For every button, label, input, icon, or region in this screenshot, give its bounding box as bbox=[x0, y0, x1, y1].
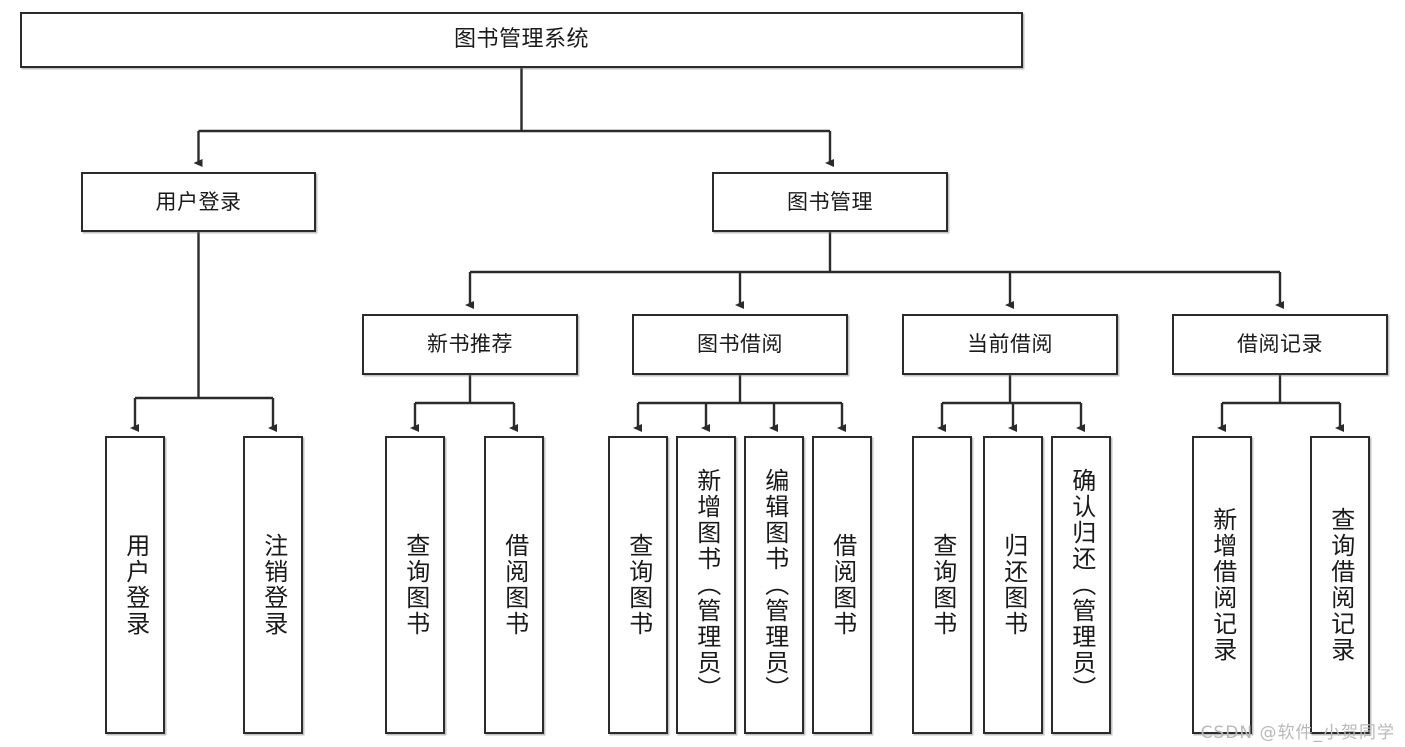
node-label: 用户登录 bbox=[121, 533, 150, 637]
node-root-system[interactable]: 图书管理系统 bbox=[20, 12, 1023, 68]
node-label: 查询借阅记录 bbox=[1326, 507, 1355, 663]
node-current-borrow[interactable]: 当前借阅 bbox=[902, 314, 1118, 375]
node-label: 查询图书 bbox=[401, 533, 430, 637]
node-label: 借阅图书 bbox=[828, 533, 857, 637]
node-label: 新增借阅记录 bbox=[1208, 507, 1237, 663]
node-label: 当前借阅 bbox=[967, 332, 1053, 357]
leaf-edit-book-admin[interactable]: 编辑图书（管理员） bbox=[744, 436, 804, 734]
leaf-query-borrow-record[interactable]: 查询借阅记录 bbox=[1310, 436, 1370, 734]
leaf-user-login[interactable]: 用户登录 bbox=[105, 436, 165, 734]
node-label: 查询图书 bbox=[624, 533, 653, 637]
node-label: 注销登录 bbox=[259, 533, 288, 637]
node-label: 确认归还（管理员） bbox=[1067, 468, 1096, 702]
csdn-watermark: CSDN @软件_小贺同学 bbox=[1200, 723, 1395, 743]
node-label: 用户登录 bbox=[155, 189, 242, 214]
node-label: 新书推荐 bbox=[427, 332, 513, 357]
node-label: 新增图书（管理员） bbox=[692, 468, 721, 702]
node-label: 图书管理系统 bbox=[453, 27, 589, 53]
leaf-borrow-book-borrow[interactable]: 借阅图书 bbox=[812, 436, 872, 734]
node-label: 查询图书 bbox=[928, 533, 957, 637]
leaf-add-book-admin[interactable]: 新增图书（管理员） bbox=[676, 436, 736, 734]
node-label: 借阅图书 bbox=[500, 533, 529, 637]
node-label: 归还图书 bbox=[999, 533, 1028, 637]
leaf-borrow-book-newbook[interactable]: 借阅图书 bbox=[484, 436, 544, 734]
node-label: 借阅记录 bbox=[1237, 332, 1323, 357]
leaf-query-book-newbook[interactable]: 查询图书 bbox=[385, 436, 445, 734]
node-borrow-record[interactable]: 借阅记录 bbox=[1172, 314, 1388, 375]
leaf-logout[interactable]: 注销登录 bbox=[243, 436, 303, 734]
node-label: 图书借阅 bbox=[697, 332, 783, 357]
leaf-query-book-current[interactable]: 查询图书 bbox=[912, 436, 972, 734]
leaf-query-book-borrow[interactable]: 查询图书 bbox=[608, 436, 668, 734]
node-book-borrow[interactable]: 图书借阅 bbox=[632, 314, 848, 375]
leaf-add-borrow-record[interactable]: 新增借阅记录 bbox=[1192, 436, 1252, 734]
node-label: 图书管理 bbox=[787, 189, 873, 214]
node-book-management[interactable]: 图书管理 bbox=[712, 172, 948, 232]
leaf-confirm-return-admin[interactable]: 确认归还（管理员） bbox=[1051, 436, 1111, 734]
node-new-book-recommend[interactable]: 新书推荐 bbox=[362, 314, 578, 375]
node-user-login[interactable]: 用户登录 bbox=[81, 172, 316, 232]
node-label: 编辑图书（管理员） bbox=[760, 468, 789, 702]
leaf-return-book[interactable]: 归还图书 bbox=[983, 436, 1043, 734]
